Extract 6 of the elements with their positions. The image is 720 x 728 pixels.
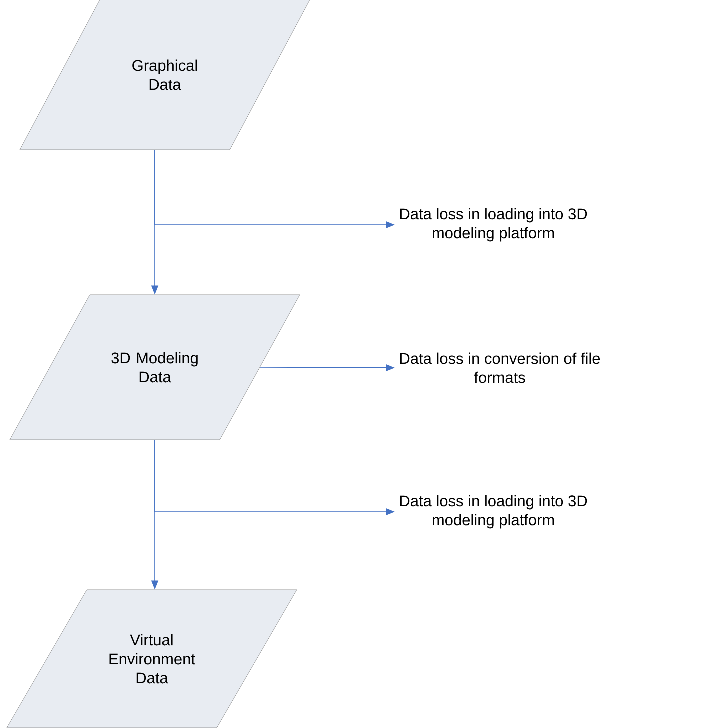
note-text: Data loss in loading into 3D modeling platform [400,495,588,529]
data-parallelogram: Graphical Data [20,0,310,150]
note-text: Data loss in loading into 3D modeling platform [400,208,588,242]
data-parallelogram: 3D Modeling Data [10,294,300,440]
note-text: Data loss in conversion of file formats [400,352,600,384]
data-parallelogram: Virtual Environment Data [6,590,298,728]
